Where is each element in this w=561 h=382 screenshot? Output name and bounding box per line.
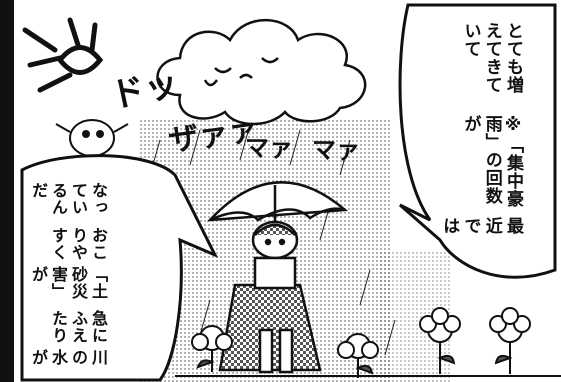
flower-3	[419, 307, 461, 374]
bubble-left-line-4: おこりやすく	[49, 226, 108, 261]
left-border-strip	[0, 0, 14, 382]
bubble-left-line-5: なっているんだ	[29, 181, 108, 216]
bubble-left-text: 川の水が 急にふえたり 「土砂災害」が おこりやすく なっているんだ	[28, 182, 108, 372]
cloud-character	[156, 18, 367, 126]
bubble-left-line-2: 急にふえたり	[49, 310, 108, 345]
bubble-right-line-2: ※「集中豪雨」の回数が	[460, 114, 524, 208]
speech-bubble-right	[398, 3, 557, 279]
bubble-right-text: 最近では ※「集中豪雨」の回数が とても増えてきていて	[438, 22, 523, 252]
flower-4	[489, 307, 531, 374]
umbrella	[206, 181, 349, 310]
bubble-right-line-1: 最近では	[439, 217, 523, 236]
bubble-left-line-1: 川の水が	[29, 349, 108, 367]
flower-2	[337, 333, 379, 378]
girl-character	[218, 220, 322, 374]
speech-bubble-left	[20, 154, 219, 382]
burst-lines	[22, 17, 104, 93]
sfx-maa-2: マァ	[312, 136, 360, 164]
sfx-maa: マァ	[245, 134, 293, 162]
flower-1	[191, 325, 233, 372]
cloud-face	[203, 57, 279, 87]
bird-character	[55, 119, 129, 169]
flowers	[191, 307, 531, 378]
bubble-left-line-3: 「土砂災害」が	[29, 265, 108, 300]
bubble-right-line-3: とても増えてきていて	[460, 21, 524, 94]
